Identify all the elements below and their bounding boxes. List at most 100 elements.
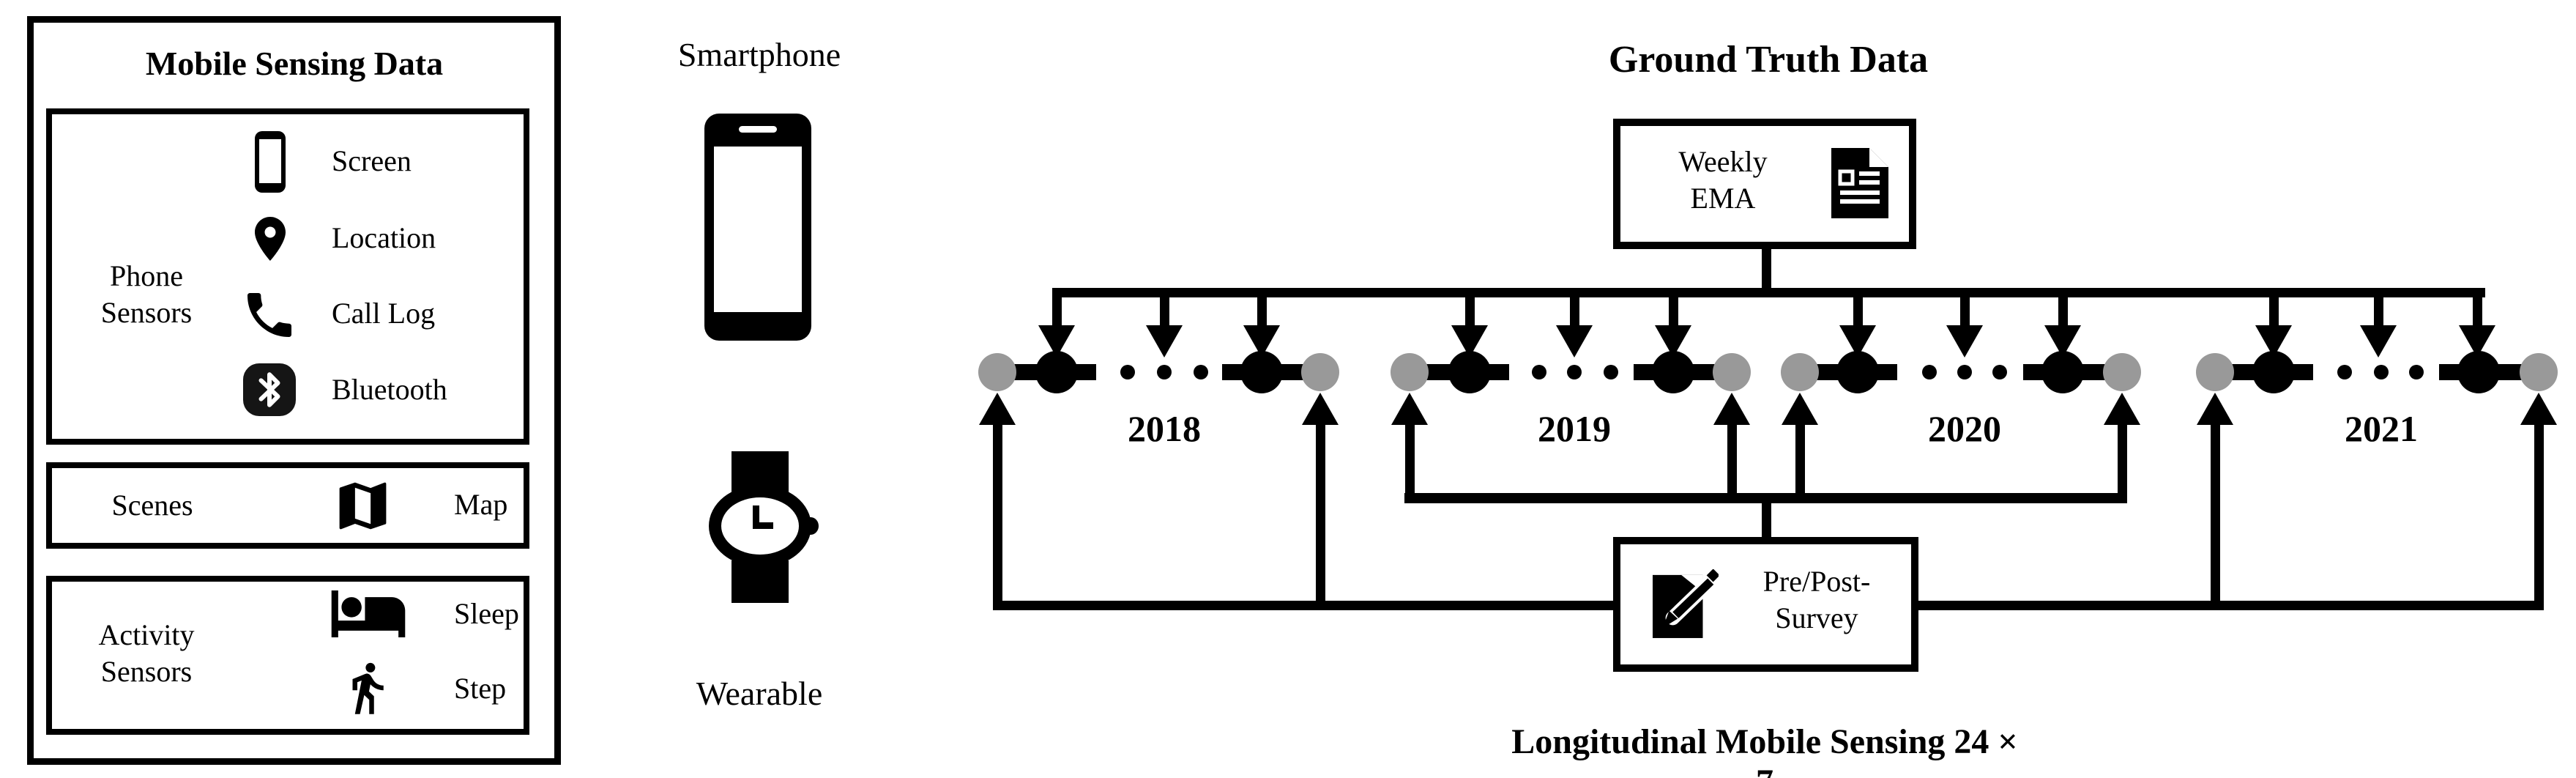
watch-hand-minute <box>753 522 773 529</box>
up-arrow-head <box>1391 393 1428 425</box>
watch-strap-bottom <box>732 560 789 603</box>
activity-sensors-label: Activity Sensors <box>59 617 234 690</box>
up-arrow-head <box>2197 393 2233 425</box>
ellipsis-dot <box>1957 365 1972 379</box>
call-handset-icon <box>240 286 299 344</box>
bluetooth-icon <box>243 363 296 416</box>
survey-pencil-icon <box>1653 569 1719 638</box>
down-arrow <box>2269 297 2279 328</box>
weekly-ema-line1: Weekly <box>1678 145 1768 178</box>
call-log-label: Call Log <box>332 297 436 330</box>
ellipsis-dot <box>2337 365 2352 379</box>
activity-sensors-box <box>46 576 529 735</box>
down-arrow <box>1853 297 1863 328</box>
end-node-gray <box>2520 353 2558 391</box>
up-arrow <box>1316 423 1325 605</box>
ellipsis-dot <box>2374 365 2389 379</box>
mobile-sensing-data-title: Mobile Sensing Data <box>145 45 444 82</box>
weekly-ema-label: Weekly EMA <box>1635 144 1811 217</box>
smartphone-speaker-slit <box>739 126 777 133</box>
bluetooth-label: Bluetooth <box>332 373 447 406</box>
week-node-black <box>1240 351 1283 393</box>
scenes-label: Scenes <box>111 489 193 522</box>
up-arrow <box>993 423 1002 605</box>
weekly-ema-box: Weekly EMA <box>1613 119 1916 249</box>
ellipsis-dot <box>1922 365 1937 379</box>
location-label: Location <box>332 221 436 254</box>
down-arrow <box>2058 297 2068 328</box>
down-arrow <box>1465 297 1475 328</box>
start-node-gray <box>978 353 1016 391</box>
up-arrow <box>2534 423 2544 605</box>
pre-post-survey-line1: Pre/Post- <box>1762 565 1871 598</box>
phone-screen-icon <box>255 131 286 193</box>
year-label-2021: 2021 <box>2345 408 2418 449</box>
down-arrow <box>1669 297 1678 328</box>
up-arrow <box>2118 423 2127 494</box>
week-node-black <box>2457 351 2500 393</box>
phone-sensors-label-line1: Phone <box>110 259 183 292</box>
figure-caption: Longitudinal Mobile Sensing 24 × 7 <box>1511 722 2018 778</box>
location-pin-icon <box>244 207 297 270</box>
year-label-2020: 2020 <box>1928 408 2001 449</box>
document-icon <box>1831 148 1888 218</box>
ground-truth-title: Ground Truth Data <box>1608 39 1929 81</box>
up-arrow-head <box>979 393 1016 425</box>
ellipsis-dot <box>1120 365 1135 379</box>
smartphone-icon <box>704 114 811 341</box>
down-arrow <box>1960 297 1970 328</box>
ellipsis-dot <box>2409 365 2424 379</box>
step-label: Step <box>454 672 507 705</box>
end-node-gray <box>1301 353 1339 391</box>
year-label-2018: 2018 <box>1128 408 1201 449</box>
smartphone-screen-area <box>714 147 802 312</box>
week-node-black <box>2252 351 2295 393</box>
down-arrow <box>1052 297 1062 328</box>
up-arrow-head <box>1302 393 1339 425</box>
lower-survey-line-right <box>1918 601 2544 610</box>
phone-sensors-label-line2: Sensors <box>100 296 193 329</box>
down-arrow <box>1570 297 1579 328</box>
activity-sensors-label-line2: Sensors <box>100 655 193 688</box>
map-icon <box>328 475 398 537</box>
scenes-box <box>46 462 529 549</box>
screen-label: Screen <box>332 144 412 177</box>
week-node-black <box>1035 351 1078 393</box>
ellipsis-dot <box>1567 365 1582 379</box>
end-node-gray <box>2103 353 2141 391</box>
ellipsis-dot <box>1604 365 1618 379</box>
week-node-black <box>1652 351 1694 393</box>
start-node-gray <box>2196 353 2234 391</box>
walking-person-icon <box>338 653 395 722</box>
map-label: Map <box>454 488 508 521</box>
down-arrow <box>1160 297 1169 328</box>
down-arrow-head <box>1556 325 1593 357</box>
week-node-black <box>1836 351 1879 393</box>
up-arrow-head <box>2104 393 2140 425</box>
up-arrow-head <box>1782 393 1818 425</box>
up-arrow <box>1405 423 1415 494</box>
year-label-2019: 2019 <box>1538 408 1611 449</box>
smartphone-label: Smartphone <box>677 36 841 73</box>
sleep-label: Sleep <box>454 597 519 630</box>
lower-survey-line-left <box>993 601 1614 610</box>
ema-distribution-line <box>1052 288 2485 297</box>
up-arrow-head <box>2520 393 2557 425</box>
ellipsis-dot <box>1194 365 1208 379</box>
watch-hand-hour <box>753 505 759 529</box>
start-node-gray <box>1391 353 1429 391</box>
up-arrow <box>2211 423 2220 605</box>
up-arrow <box>1795 423 1805 494</box>
up-arrow-head <box>1713 393 1750 425</box>
survey-connector-line <box>1762 503 1771 538</box>
ema-connector-line <box>1762 248 1771 290</box>
down-arrow-head <box>1946 325 1983 357</box>
down-arrow <box>1257 297 1267 328</box>
wearable-label: Wearable <box>696 675 823 712</box>
weekly-ema-line2: EMA <box>1690 182 1756 215</box>
bed-icon <box>328 590 409 637</box>
phone-sensors-label: Phone Sensors <box>59 258 234 331</box>
down-arrow <box>2473 297 2482 328</box>
pre-post-survey-line2: Survey <box>1775 601 1858 634</box>
